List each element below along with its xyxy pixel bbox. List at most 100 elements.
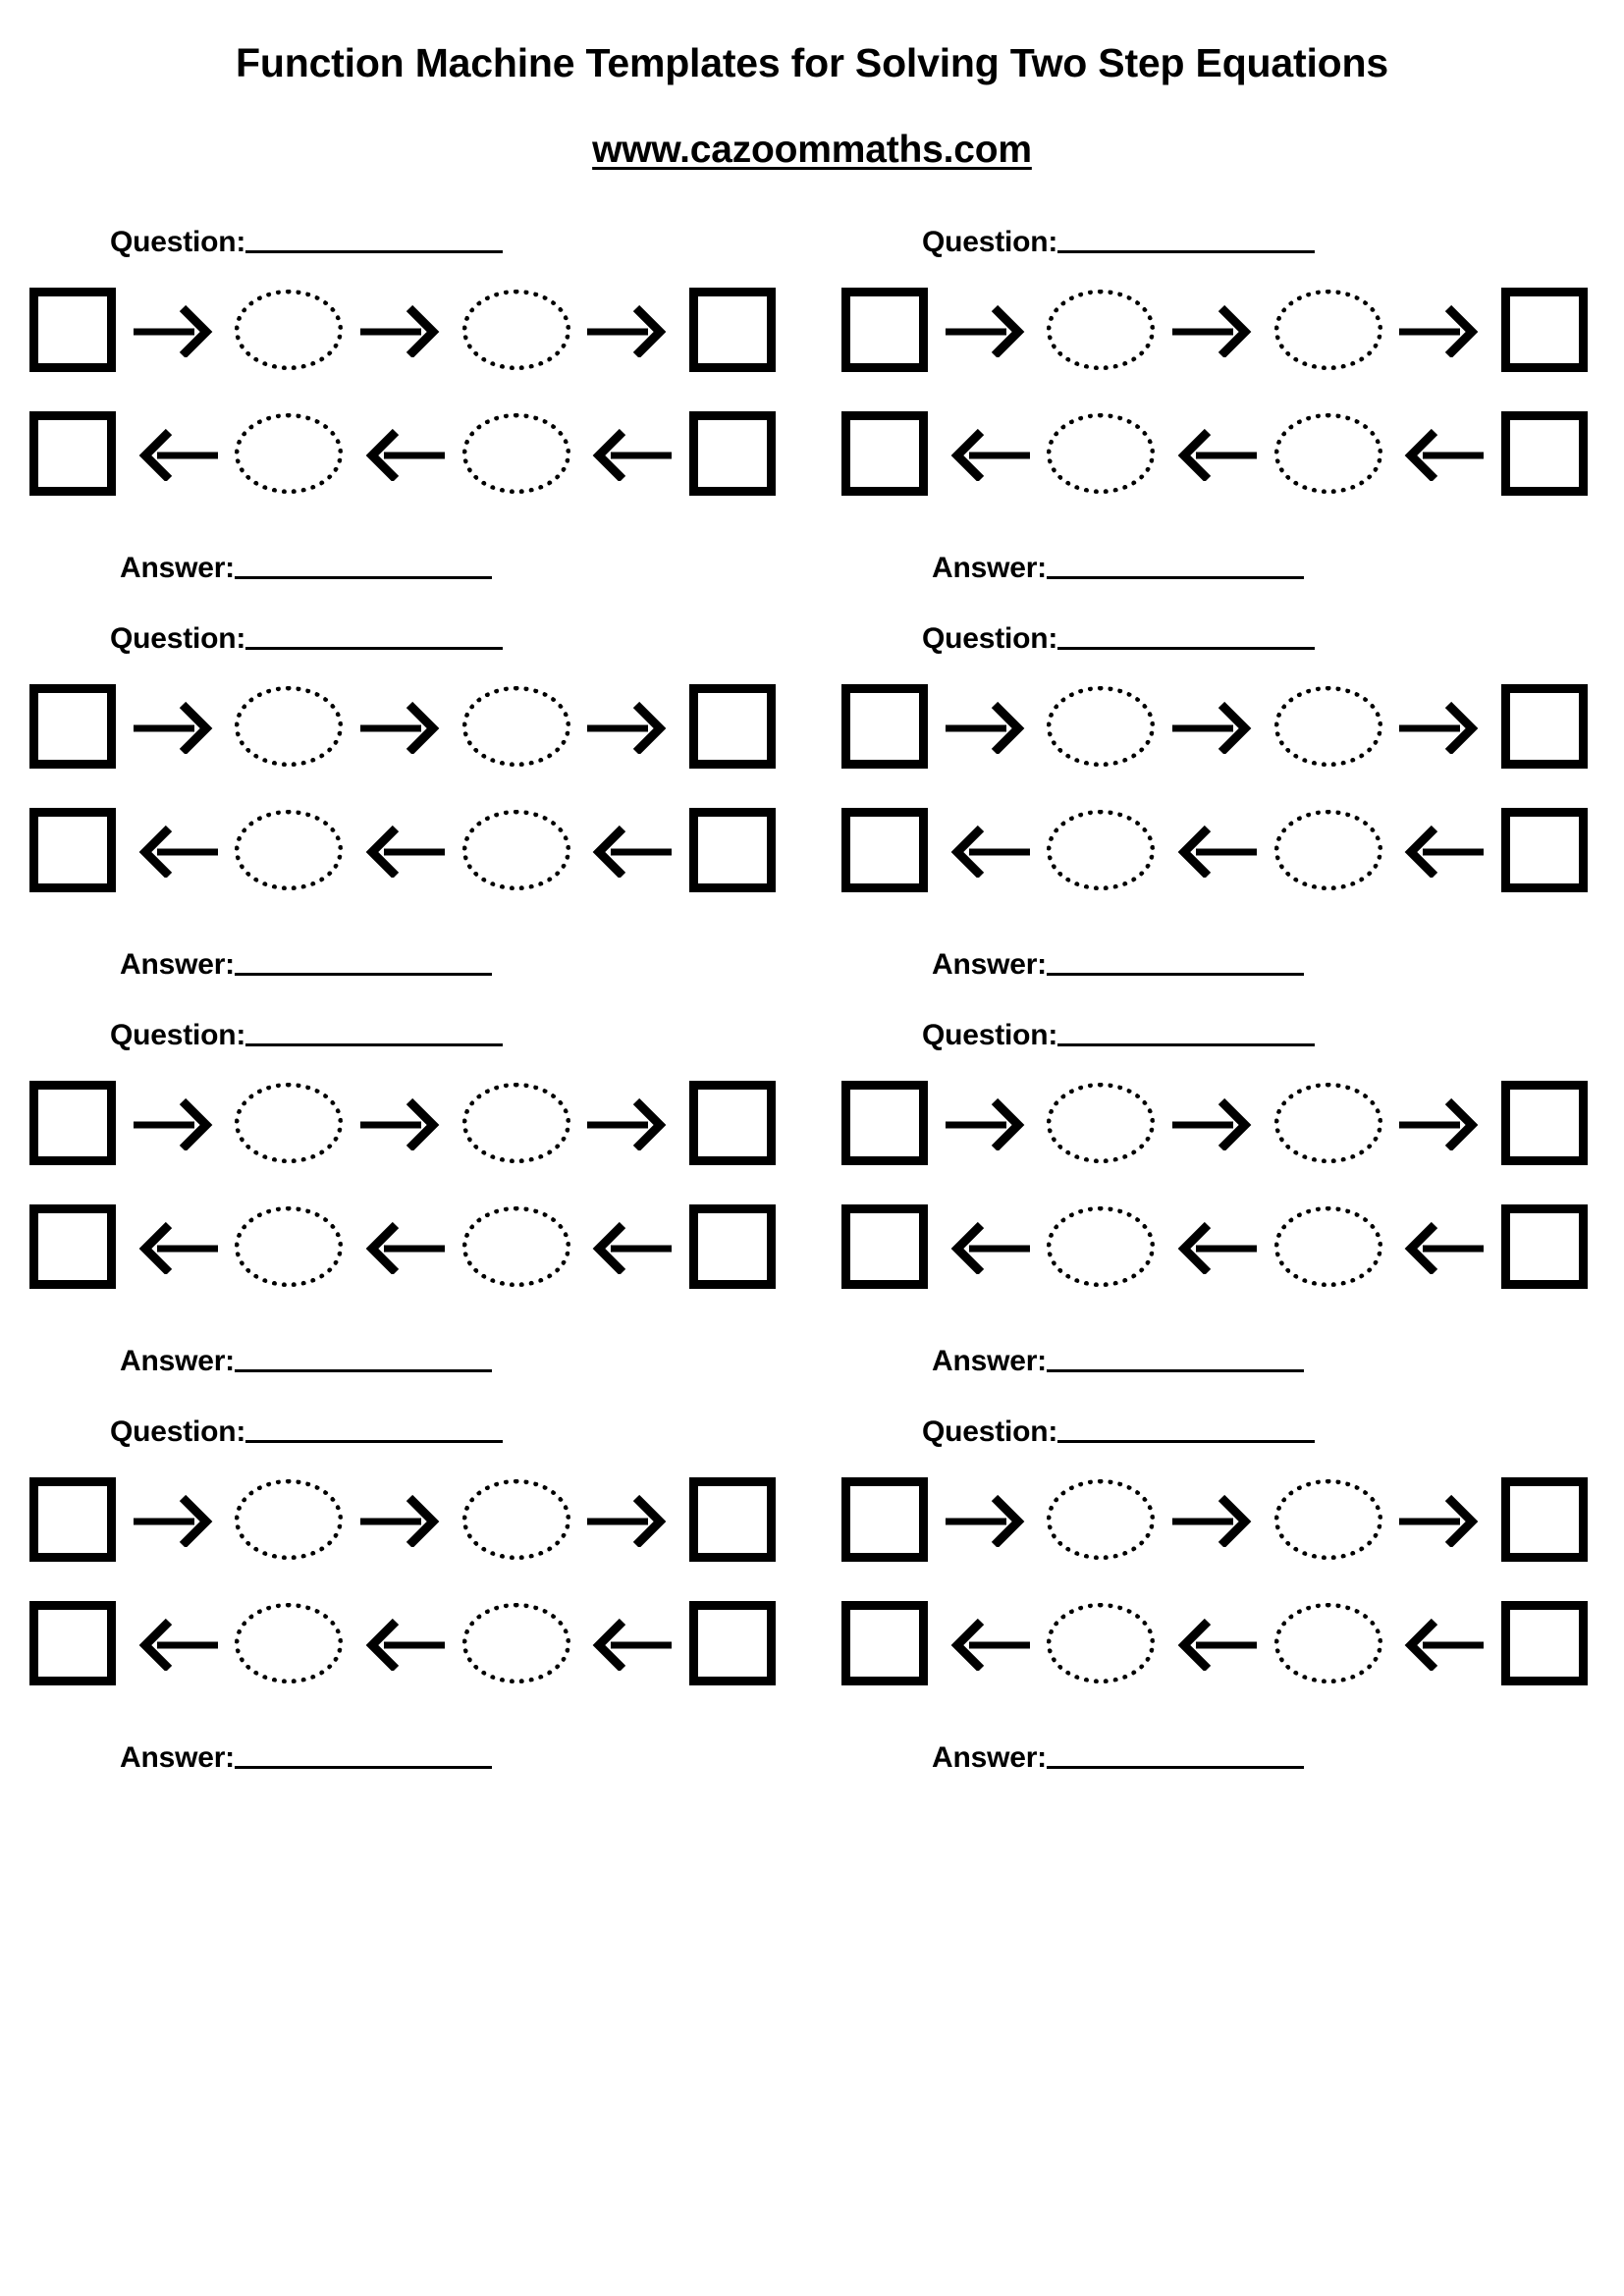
inverse-operation-ellipse[interactable]: [1273, 810, 1382, 890]
arrow-left-icon: [587, 1219, 673, 1274]
question-blank-rule[interactable]: [245, 1043, 504, 1046]
output-square-box[interactable]: [689, 684, 777, 769]
operation-ellipse[interactable]: [1047, 686, 1156, 767]
question-blank-rule[interactable]: [1057, 647, 1316, 650]
operation-ellipse[interactable]: [461, 686, 570, 767]
answer-blank-rule[interactable]: [1046, 1369, 1304, 1372]
answer-field: Answer:: [120, 950, 492, 980]
output-square-box[interactable]: [841, 411, 928, 496]
question-label: Question:: [110, 622, 246, 655]
answer-blank-rule[interactable]: [1046, 1766, 1304, 1769]
input-square-box[interactable]: [1501, 1601, 1589, 1685]
operation-ellipse[interactable]: [461, 1479, 570, 1560]
question-blank-rule[interactable]: [1057, 1440, 1316, 1443]
input-square-box[interactable]: [689, 411, 777, 496]
operation-ellipse[interactable]: [461, 1083, 570, 1163]
output-square-box[interactable]: [29, 411, 116, 496]
arrow-left-icon: [946, 823, 1030, 878]
website-url-link[interactable]: www.cazoommaths.com: [592, 129, 1032, 172]
inverse-operation-ellipse[interactable]: [461, 413, 570, 494]
question-label: Question:: [110, 226, 246, 258]
output-square-box[interactable]: [1501, 684, 1589, 769]
inverse-operation-ellipse[interactable]: [235, 1206, 344, 1287]
arrow-left-icon: [587, 1616, 673, 1671]
arrow-right-icon: [1399, 699, 1484, 754]
inverse-operation-ellipse[interactable]: [1047, 1206, 1156, 1287]
operation-ellipse[interactable]: [1047, 1083, 1156, 1163]
answer-field: Answer:: [120, 554, 492, 583]
inverse-operation-ellipse[interactable]: [1273, 1206, 1382, 1287]
question-blank-rule[interactable]: [245, 647, 504, 650]
answer-blank-rule[interactable]: [1046, 973, 1304, 976]
answer-label: Answer:: [932, 948, 1047, 981]
question-blank-rule[interactable]: [245, 250, 504, 253]
inverse-operation-ellipse[interactable]: [1047, 810, 1156, 890]
input-square-box[interactable]: [841, 684, 928, 769]
operation-ellipse[interactable]: [1273, 686, 1382, 767]
input-square-box[interactable]: [689, 1204, 777, 1289]
operation-ellipse[interactable]: [1047, 290, 1156, 370]
input-square-box[interactable]: [841, 288, 928, 372]
operation-ellipse[interactable]: [235, 1083, 344, 1163]
question-field: Question:: [922, 1417, 1316, 1447]
operation-ellipse[interactable]: [235, 290, 344, 370]
inverse-operation-ellipse[interactable]: [461, 1206, 570, 1287]
answer-blank-rule[interactable]: [234, 1369, 492, 1372]
input-square-box[interactable]: [689, 1601, 777, 1685]
forward-machine-row: [841, 1072, 1589, 1174]
function-machine-block: Question:: [0, 1417, 812, 1814]
output-square-box[interactable]: [1501, 288, 1589, 372]
answer-label: Answer:: [932, 552, 1047, 584]
output-square-box[interactable]: [29, 808, 116, 892]
answer-blank-rule[interactable]: [234, 973, 492, 976]
output-square-box[interactable]: [689, 1081, 777, 1165]
forward-machine-row: [841, 279, 1589, 381]
question-blank-rule[interactable]: [1057, 1043, 1316, 1046]
inverse-operation-ellipse[interactable]: [461, 810, 570, 890]
inverse-operation-ellipse[interactable]: [1047, 413, 1156, 494]
inverse-operation-ellipse[interactable]: [235, 810, 344, 890]
input-square-box[interactable]: [689, 808, 777, 892]
inverse-operation-ellipse[interactable]: [235, 1603, 344, 1683]
operation-ellipse[interactable]: [1047, 1479, 1156, 1560]
inverse-operation-ellipse[interactable]: [1273, 413, 1382, 494]
question-blank-rule[interactable]: [245, 1440, 504, 1443]
input-square-box[interactable]: [841, 1477, 928, 1562]
answer-blank-rule[interactable]: [234, 576, 492, 579]
output-square-box[interactable]: [1501, 1477, 1589, 1562]
output-square-box[interactable]: [689, 288, 777, 372]
question-blank-rule[interactable]: [1057, 250, 1316, 253]
operation-ellipse[interactable]: [1273, 1083, 1382, 1163]
output-square-box[interactable]: [841, 1601, 928, 1685]
arrow-left-icon: [1172, 1219, 1258, 1274]
operation-ellipse[interactable]: [235, 1479, 344, 1560]
operation-ellipse[interactable]: [461, 290, 570, 370]
inverse-operation-ellipse[interactable]: [461, 1603, 570, 1683]
operation-ellipse[interactable]: [1273, 290, 1382, 370]
operation-ellipse[interactable]: [1273, 1479, 1382, 1560]
function-machine-block: Question:: [0, 228, 812, 624]
output-square-box[interactable]: [689, 1477, 777, 1562]
output-square-box[interactable]: [29, 1601, 116, 1685]
input-square-box[interactable]: [1501, 411, 1589, 496]
operation-ellipse[interactable]: [235, 686, 344, 767]
function-machine-grid: Question:: [0, 228, 1624, 1814]
input-square-box[interactable]: [29, 288, 116, 372]
inverse-operation-ellipse[interactable]: [1047, 1603, 1156, 1683]
inverse-operation-ellipse[interactable]: [235, 413, 344, 494]
forward-machine-row: [841, 1468, 1589, 1571]
inverse-operation-ellipse[interactable]: [1273, 1603, 1382, 1683]
input-square-box[interactable]: [1501, 808, 1589, 892]
output-square-box[interactable]: [841, 1204, 928, 1289]
input-square-box[interactable]: [841, 1081, 928, 1165]
output-square-box[interactable]: [841, 808, 928, 892]
question-label: Question:: [922, 622, 1058, 655]
input-square-box[interactable]: [1501, 1204, 1589, 1289]
input-square-box[interactable]: [29, 1477, 116, 1562]
answer-blank-rule[interactable]: [1046, 576, 1304, 579]
answer-blank-rule[interactable]: [234, 1766, 492, 1769]
output-square-box[interactable]: [1501, 1081, 1589, 1165]
input-square-box[interactable]: [29, 1081, 116, 1165]
output-square-box[interactable]: [29, 1204, 116, 1289]
input-square-box[interactable]: [29, 684, 116, 769]
